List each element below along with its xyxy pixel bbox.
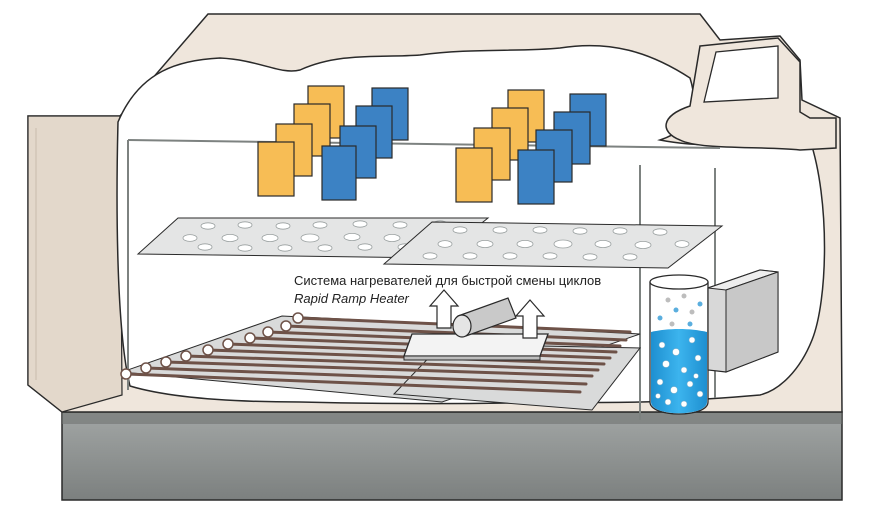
bubble-icon — [655, 336, 704, 408]
blue-panel — [321, 145, 357, 201]
cabinet-base — [61, 411, 843, 501]
up-arrow-icon — [428, 289, 460, 329]
control-box — [665, 37, 837, 151]
yellow-panel — [257, 141, 295, 197]
rapid-ramp-heater — [403, 289, 549, 361]
bubble-icon — [657, 293, 703, 327]
side-tank — [707, 269, 779, 373]
heater-label-en: Rapid Ramp Heater — [294, 291, 410, 306]
specimen-panels-left — [257, 85, 409, 201]
up-arrow-icon — [514, 299, 546, 339]
specimen-panels-right — [455, 89, 607, 205]
yellow-panel — [455, 147, 493, 203]
heater-tube-ends — [120, 312, 304, 380]
heater-label-ru: Система нагревателей для быстрой смены ц… — [294, 273, 601, 288]
heater-cylinder — [452, 297, 517, 338]
blue-panel — [517, 149, 555, 205]
perforated-shelf-right — [382, 221, 724, 269]
control-display — [703, 45, 779, 103]
salt-reservoir — [649, 274, 709, 415]
